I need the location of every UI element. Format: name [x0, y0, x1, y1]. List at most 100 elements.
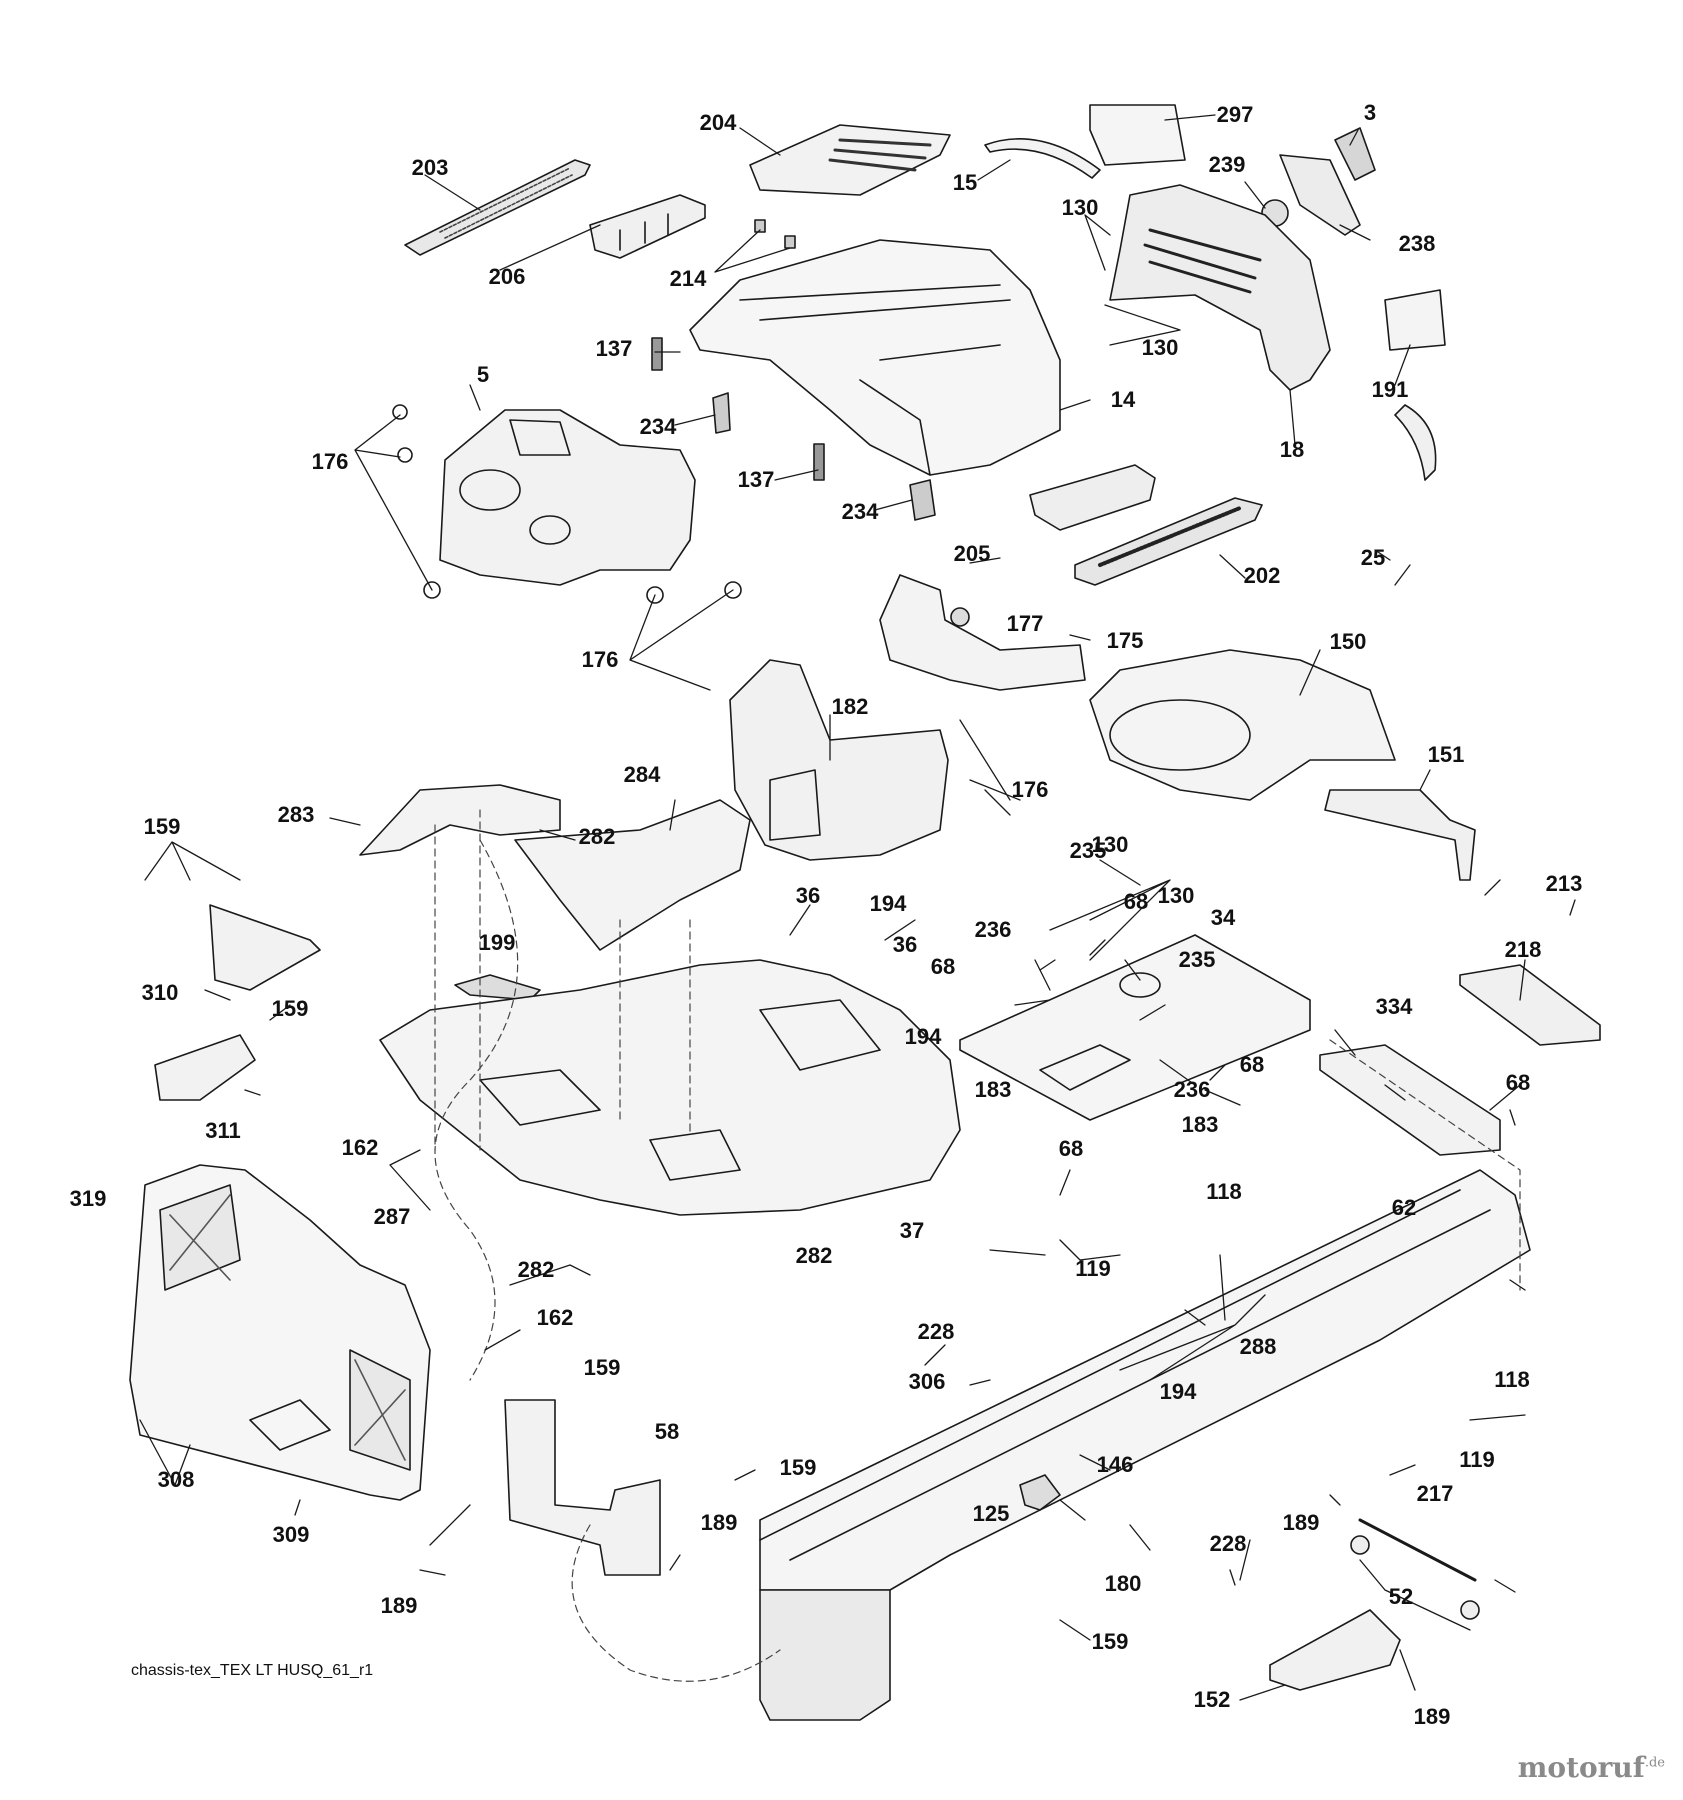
label-189-c: 189	[380, 1593, 418, 1618]
label-183-a: 183	[974, 1077, 1012, 1102]
part-202-shape	[1074, 497, 1263, 586]
label-206: 206	[488, 264, 526, 289]
label-203: 203	[411, 155, 449, 180]
part-152-shape	[1269, 1609, 1401, 1691]
label-159-b: 159	[271, 996, 309, 1021]
label-310: 310	[141, 980, 179, 1005]
part-311-shape	[154, 1034, 256, 1101]
watermark-logo: motoruf.de	[1518, 1751, 1665, 1784]
label-25: 25	[1360, 545, 1386, 570]
label-297: 297	[1216, 102, 1254, 127]
part-191-shape	[1384, 289, 1446, 351]
label-214: 214	[669, 266, 707, 291]
label-37: 37	[899, 1218, 925, 1243]
part-137-pin-a	[651, 337, 663, 371]
part-34-shape	[959, 934, 1311, 1121]
part-334-shape	[1319, 1044, 1501, 1156]
label-146: 146	[1096, 1452, 1134, 1477]
label-234-a: 234	[639, 414, 677, 439]
part-150-shape	[1089, 649, 1396, 801]
part-283-shape	[359, 784, 561, 856]
label-34: 34	[1210, 905, 1236, 930]
label-176-c: 176	[1011, 777, 1049, 802]
label-213: 213	[1545, 871, 1583, 896]
label-130-b: 130	[1141, 335, 1179, 360]
label-311: 311	[205, 1118, 241, 1143]
label-202: 202	[1243, 563, 1281, 588]
label-334: 334	[1375, 994, 1413, 1019]
label-150: 150	[1329, 629, 1367, 654]
part-214-clip-a	[754, 219, 766, 233]
part-5-shape	[439, 409, 696, 586]
part-217-shape	[1358, 1518, 1477, 1582]
part-214-clip-b	[784, 235, 796, 249]
label-58: 58	[654, 1419, 680, 1444]
label-137-b: 137	[737, 467, 775, 492]
label-194-c: 194	[1159, 1379, 1197, 1404]
label-189-b: 189	[1282, 1510, 1320, 1535]
label-282-c: 282	[795, 1243, 833, 1268]
label-68-d: 68	[1505, 1070, 1531, 1095]
label-191: 191	[1371, 377, 1409, 402]
label-239: 239	[1208, 152, 1246, 177]
part-234-pad-b	[909, 479, 936, 521]
label-159-e: 159	[1091, 1629, 1129, 1654]
label-308: 308	[157, 1467, 195, 1492]
part-205-shape	[1029, 464, 1156, 531]
label-236-b: 236	[1173, 1077, 1211, 1102]
label-235-b: 235	[1178, 947, 1216, 972]
assembly-guides	[434, 809, 1521, 1682]
label-177: 177	[1006, 611, 1044, 636]
label-189-a: 189	[700, 1510, 738, 1535]
label-288: 288	[1239, 1334, 1277, 1359]
label-130-d: 130	[1157, 883, 1195, 908]
label-5: 5	[476, 362, 490, 387]
label-125: 125	[972, 1501, 1010, 1526]
label-119-b: 119	[1459, 1447, 1495, 1472]
part-52-washer-a	[1350, 1535, 1370, 1555]
label-218: 218	[1504, 937, 1542, 962]
label-68-c: 68	[1239, 1052, 1265, 1077]
label-234-b: 234	[841, 499, 879, 524]
part-199-shape	[454, 974, 541, 1001]
part-151-shape	[1324, 789, 1476, 881]
drawing-caption: chassis-tex_TEX LT HUSQ_61_r1	[131, 1662, 374, 1679]
label-137-a: 137	[595, 336, 633, 361]
label-205: 205	[953, 541, 991, 566]
label-176-a: 176	[311, 449, 349, 474]
part-137-pin-b	[813, 443, 825, 481]
leader-lines	[139, 114, 1576, 1701]
label-14: 14	[1110, 387, 1136, 412]
label-238: 238	[1398, 231, 1436, 256]
label-15: 15	[952, 170, 978, 195]
label-159-d: 159	[779, 1455, 817, 1480]
part-58-shape	[504, 1399, 661, 1576]
label-283: 283	[277, 802, 315, 827]
label-228-a: 228	[917, 1319, 955, 1344]
label-282-a: 282	[578, 824, 616, 849]
part-52-washer-b	[1460, 1600, 1480, 1620]
part-297-shape	[1089, 104, 1186, 166]
label-235-a: 235	[1069, 838, 1107, 863]
label-309: 309	[272, 1522, 310, 1547]
part-204-shape	[749, 124, 951, 196]
label-68-b: 68	[930, 954, 956, 979]
label-189-d: 189	[1413, 1704, 1451, 1729]
label-151: 151	[1427, 742, 1465, 767]
watermark-suffix: .de	[1644, 1755, 1665, 1771]
part-3-shape	[1334, 127, 1376, 181]
label-130-c: 130	[1091, 832, 1129, 857]
label-287: 287	[373, 1204, 411, 1229]
label-162-a: 162	[341, 1135, 379, 1160]
part-238-shape	[1279, 154, 1361, 236]
label-183-b: 183	[1181, 1112, 1219, 1137]
part-14-shape	[689, 239, 1061, 476]
label-180: 180	[1104, 1571, 1142, 1596]
label-118-b: 118	[1494, 1367, 1530, 1392]
label-36-b: 36	[892, 932, 918, 957]
part-234-pad-a	[712, 392, 731, 434]
label-176-b: 176	[581, 647, 619, 672]
part-284-shape	[514, 799, 751, 951]
label-204: 204	[699, 110, 737, 135]
